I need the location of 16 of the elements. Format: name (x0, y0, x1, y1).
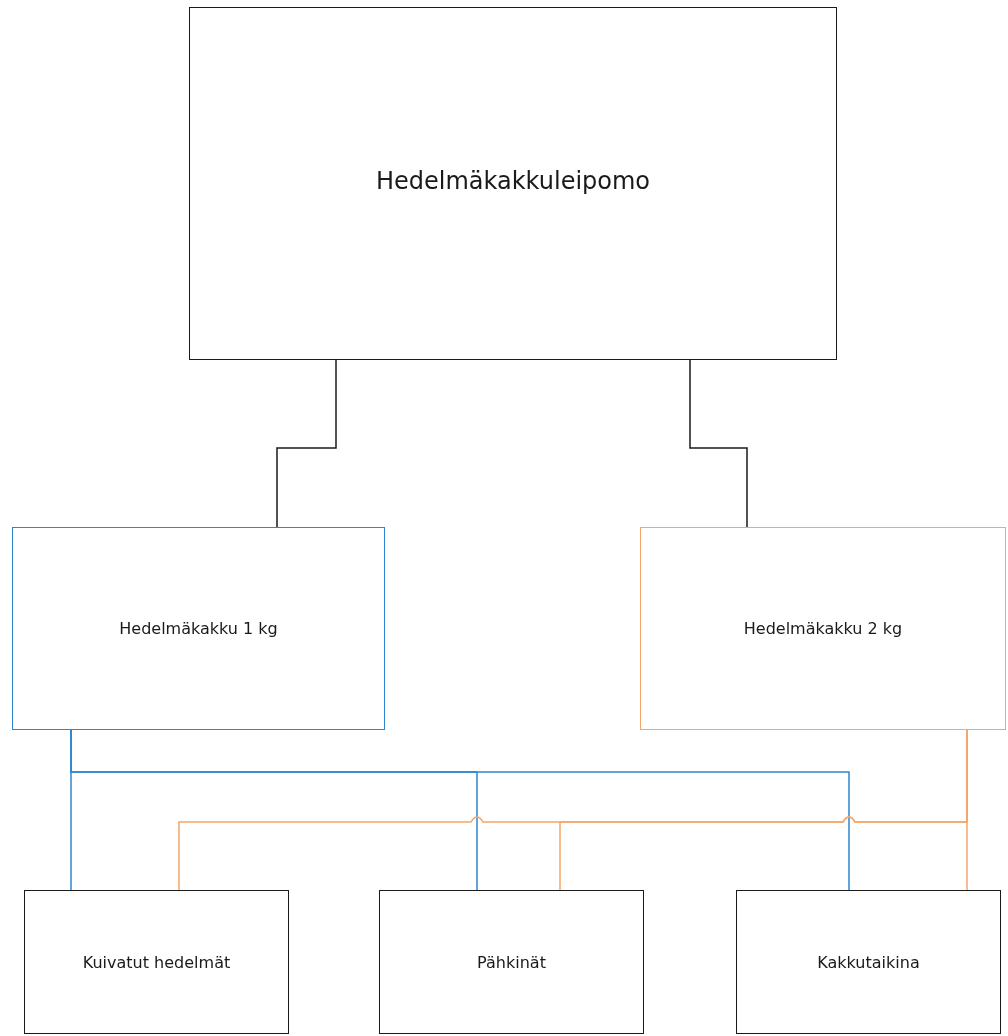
node-label: Hedelmäkakkuleipomo (375, 166, 651, 195)
node-label: Hedelmäkakku 1 kg (119, 619, 278, 638)
node-box (24, 890, 289, 1034)
connector-line (70, 729, 850, 891)
node-box (12, 527, 385, 730)
node-box (736, 890, 1001, 1034)
node-box (189, 7, 837, 360)
node-label: Hedelmäkakku 2 kg (743, 619, 903, 638)
node-label: Pähkinät (477, 952, 546, 972)
node-box (640, 527, 1006, 730)
node-box (379, 890, 644, 1034)
connector-line (276, 359, 337, 528)
node-label: Kakkutaikina (817, 952, 920, 972)
connector-line (966, 729, 968, 891)
connector-line (689, 359, 748, 528)
node-label: Kuivatut hedelmät (82, 952, 231, 972)
